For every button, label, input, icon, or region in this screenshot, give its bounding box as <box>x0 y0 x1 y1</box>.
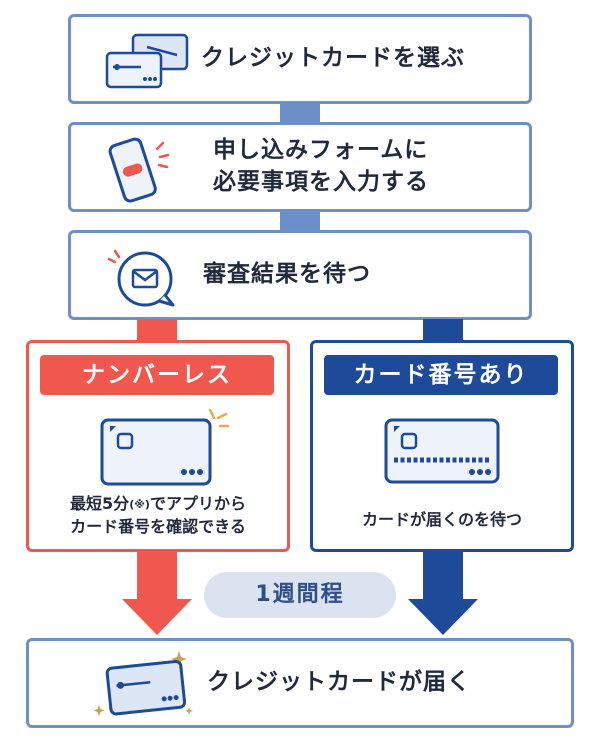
connector-1 <box>280 103 320 123</box>
connector-navy <box>423 319 463 343</box>
step-wait-review-label: 審査結果を待つ <box>203 261 371 287</box>
sparkling-card-icon <box>93 651 193 716</box>
numberless-caption-line1: 最短5分(※)でアプリから <box>26 492 290 515</box>
mail-bubble-icon <box>107 249 175 307</box>
credit-cards-icon <box>105 33 189 89</box>
with-number-caption: カードが届くのを待つ <box>361 510 522 529</box>
step-apply-label-line2: 必要事項を入力する <box>213 169 429 195</box>
step-wait-review: 審査結果を待つ <box>68 230 532 320</box>
step-choose-card-label: クレジットカードを選ぶ <box>201 45 465 71</box>
panel-with-number-title: カード番号あり <box>324 355 558 395</box>
step-apply-label-line1: 申し込みフォームに <box>213 137 429 163</box>
connector-red <box>137 319 177 343</box>
smartphone-icon <box>108 137 170 203</box>
step-card-arrives-label: クレジットカードが届く <box>207 669 471 695</box>
duration-badge: 1週間程 <box>204 572 396 618</box>
arrow-down-red-icon <box>122 551 192 635</box>
step-choose-card: クレジットカードを選ぶ <box>68 14 532 104</box>
numberless-caption-suffix: でアプリから <box>149 494 246 513</box>
connector-2 <box>280 211 320 231</box>
numberless-caption: 最短5分(※)でアプリから カード番号を確認できる <box>26 492 290 538</box>
numbered-card-icon <box>384 418 500 484</box>
step-apply: 申し込みフォームに 必要事項を入力する <box>68 122 532 212</box>
numberless-caption-prefix: 最短5分 <box>70 494 130 513</box>
step-card-arrives: クレジットカードが届く <box>26 638 574 728</box>
panel-numberless-title: ナンバーレス <box>40 355 274 395</box>
numberless-card-icon <box>100 408 230 486</box>
numberless-caption-line2: カード番号を確認できる <box>70 517 246 537</box>
arrow-down-navy-icon <box>408 551 478 635</box>
numberless-caption-note: (※) <box>129 498 150 511</box>
